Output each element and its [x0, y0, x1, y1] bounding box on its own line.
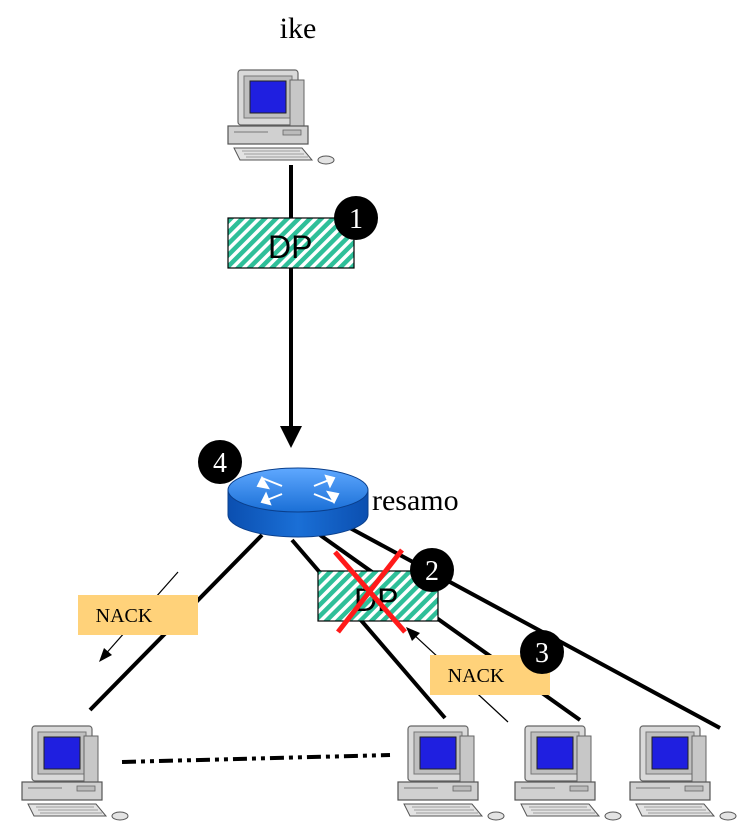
step-3-badge: 3 — [520, 630, 564, 674]
source-computer-icon — [227, 69, 335, 165]
step-1-badge: 1 — [334, 196, 378, 240]
receivers-group-line — [121, 753, 391, 764]
svg-text:4: 4 — [213, 448, 227, 479]
nack-left-label: NACK — [96, 605, 153, 627]
svg-text:3: 3 — [535, 638, 549, 669]
lost-packet-cross-icon — [333, 548, 407, 634]
step-2-badge: 2 — [410, 548, 454, 592]
data-packet-top: DP — [227, 217, 355, 269]
nack-left: NACK — [78, 595, 198, 635]
router-icon — [227, 467, 369, 538]
receiver-computer-2-icon — [397, 725, 505, 821]
link-receiver-4 — [349, 526, 721, 730]
receiver-computer-4-icon — [629, 725, 737, 821]
step-4-badge: 4 — [198, 440, 242, 484]
receiver-computer-left-icon — [21, 725, 129, 821]
nack-right-label: NACK — [448, 665, 505, 687]
source-label: ike — [280, 12, 317, 45]
router-label: resamo — [372, 484, 459, 517]
svg-text:1: 1 — [349, 204, 363, 235]
receiver-computer-3-icon — [514, 725, 622, 821]
svg-text:2: 2 — [425, 556, 439, 587]
data-packet-top-label: DP — [268, 229, 312, 265]
link-receiver-2 — [290, 538, 447, 720]
